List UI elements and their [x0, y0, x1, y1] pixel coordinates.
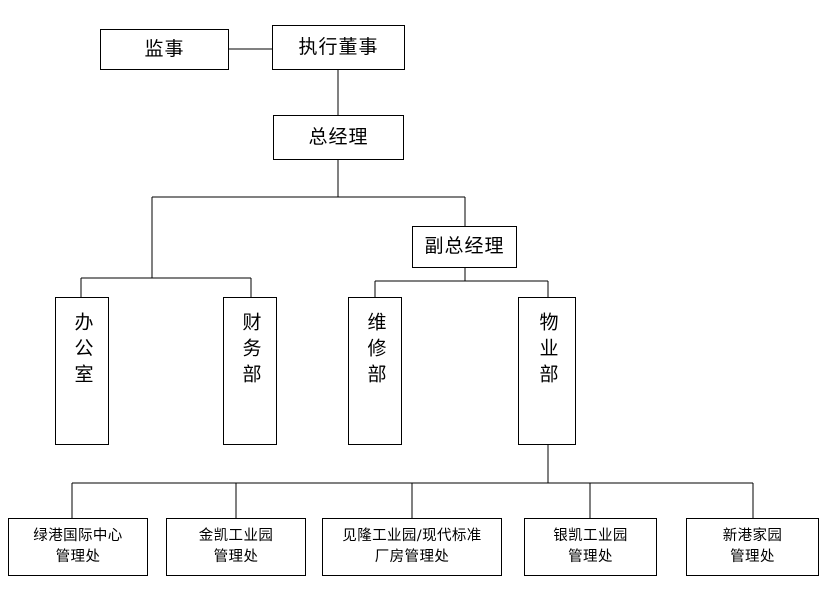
node-property-department-label: 物业部: [536, 312, 559, 390]
node-deputy-general-manager[interactable]: 副总经理: [412, 226, 517, 268]
node-management-office-1-line2: 管理处: [55, 549, 101, 565]
node-management-office-5[interactable]: 新港家园 管理处: [686, 518, 819, 576]
node-maintenance-department-label: 维修部: [364, 312, 387, 390]
node-management-office-1-line1: 绿港国际中心: [33, 527, 123, 544]
node-management-office-1[interactable]: 绿港国际中心 管理处: [8, 518, 148, 576]
node-general-manager-label: 总经理: [308, 125, 369, 148]
node-property-department[interactable]: 物业部: [518, 297, 576, 445]
node-management-office-4[interactable]: 银凯工业园 管理处: [524, 518, 657, 576]
node-management-office-5-line2: 管理处: [730, 549, 775, 565]
node-supervisor-label: 监事: [144, 37, 185, 60]
node-management-office-3-line2: 厂房管理处: [374, 549, 450, 565]
node-general-manager[interactable]: 总经理: [273, 115, 404, 160]
node-supervisor[interactable]: 监事: [100, 29, 229, 70]
node-office-label: 办公室: [71, 312, 94, 390]
node-executive-director[interactable]: 执行董事: [272, 25, 405, 70]
node-management-office-2-label: 金凯工业园 管理处: [171, 526, 301, 568]
node-management-office-1-label: 绿港国际中心 管理处: [13, 526, 143, 568]
node-finance-department[interactable]: 财务部: [223, 297, 277, 445]
node-office[interactable]: 办公室: [55, 297, 109, 445]
node-management-office-3[interactable]: 见隆工业园/现代标准 厂房管理处: [322, 518, 502, 576]
node-management-office-5-line1: 新港家园: [722, 527, 783, 544]
node-management-office-2-line2: 管理处: [213, 549, 259, 565]
node-maintenance-department[interactable]: 维修部: [348, 297, 402, 445]
node-management-office-4-line2: 管理处: [568, 549, 613, 565]
node-deputy-general-manager-label: 副总经理: [424, 235, 505, 258]
node-management-office-4-line1: 银凯工业园: [553, 527, 628, 544]
node-management-office-2-line1: 金凯工业园: [198, 527, 274, 544]
node-executive-director-label: 执行董事: [298, 35, 379, 58]
node-management-office-2[interactable]: 金凯工业园 管理处: [166, 518, 306, 576]
node-finance-department-label: 财务部: [239, 312, 262, 390]
node-management-office-3-line1: 见隆工业园/现代标准: [342, 527, 482, 544]
node-management-office-3-label: 见隆工业园/现代标准 厂房管理处: [327, 526, 497, 568]
node-management-office-4-label: 银凯工业园 管理处: [529, 526, 652, 568]
node-management-office-5-label: 新港家园 管理处: [691, 526, 814, 568]
